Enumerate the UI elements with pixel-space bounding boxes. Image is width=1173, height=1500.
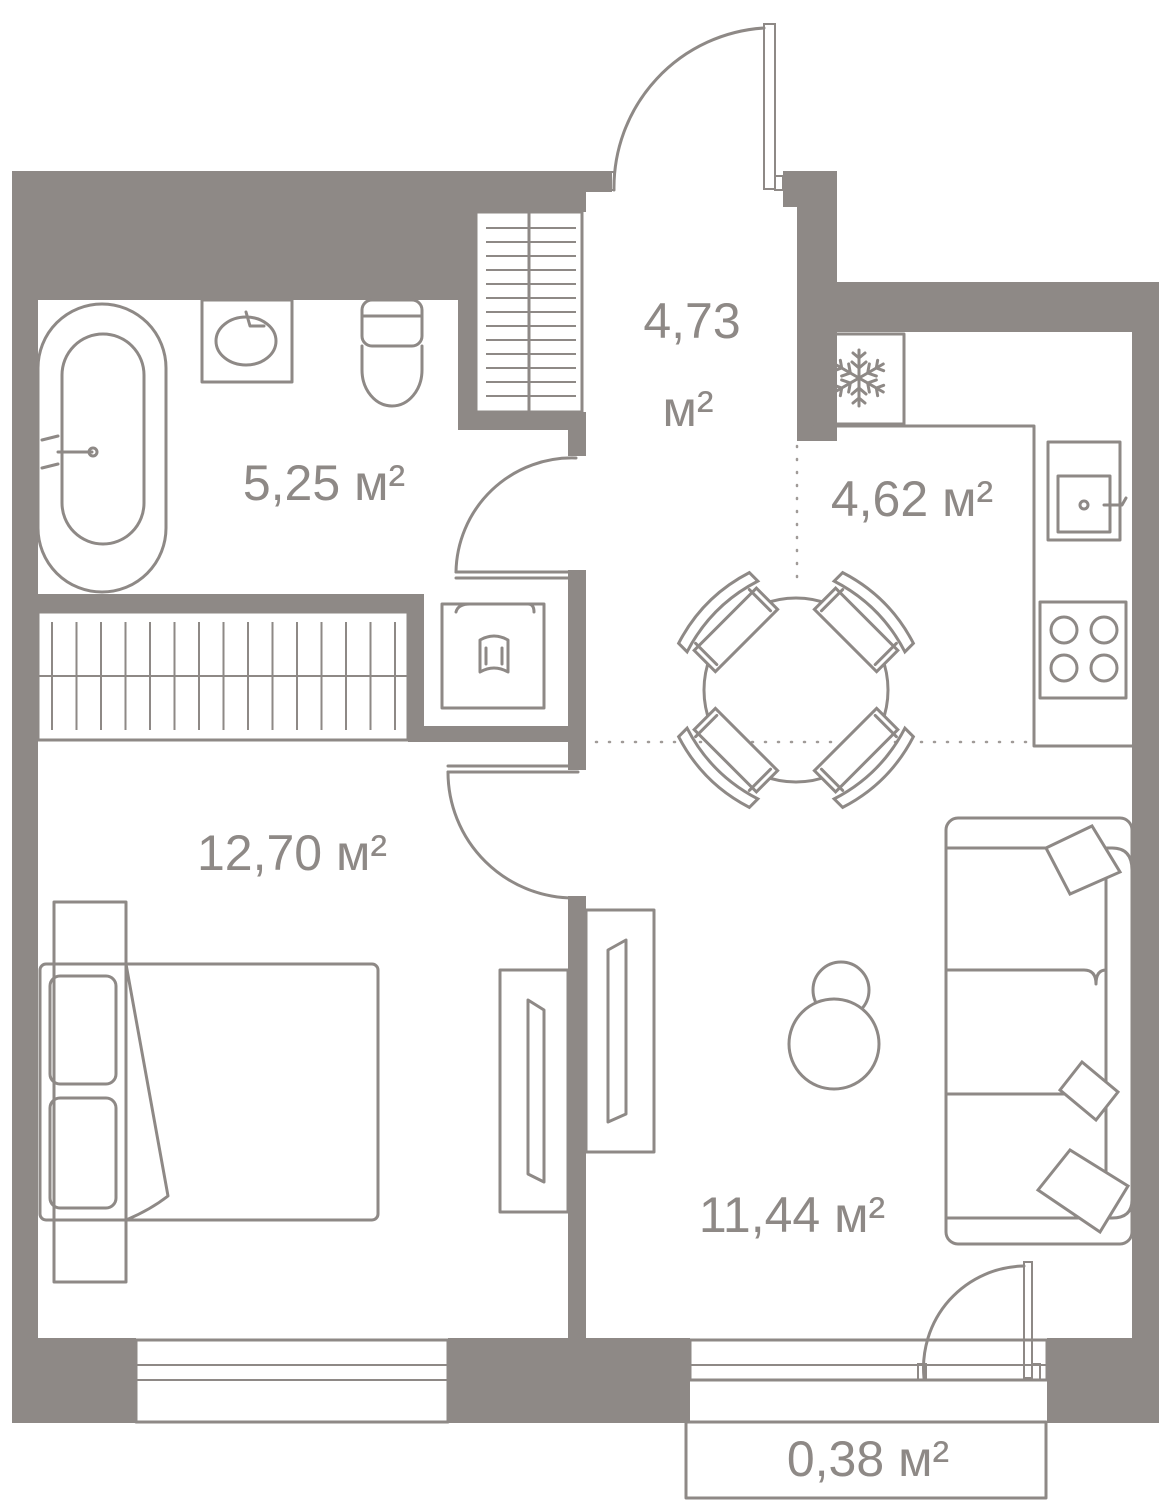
toilet	[360, 298, 424, 408]
bathroom-area-label: 5,25 м²	[243, 455, 405, 511]
balcony-area-label: 0,38 м²	[787, 1431, 949, 1487]
hall-area-unit: м²	[662, 381, 713, 437]
bed	[38, 900, 380, 1284]
bedroom-area-label: 12,70 м²	[197, 825, 387, 881]
dining-chair	[676, 570, 780, 674]
hall-wardrobe	[474, 210, 584, 414]
snowflake-arm	[857, 358, 886, 380]
dining-table	[676, 570, 916, 810]
hall-area: 4,73	[643, 293, 740, 349]
closet	[36, 610, 410, 742]
snowflake-arm	[850, 376, 868, 408]
sink-bathroom	[200, 298, 294, 384]
snowflake-arm	[857, 376, 886, 398]
dining-chair	[812, 570, 916, 674]
bedroom-tv-stand	[498, 968, 570, 1214]
doors	[446, 23, 1041, 1381]
coffee-table	[787, 960, 881, 1091]
bathtub	[36, 302, 168, 594]
living-tv-stand	[584, 908, 656, 1154]
sofa	[944, 816, 1134, 1246]
snowflake-arm	[850, 348, 868, 380]
washing-machine	[440, 602, 546, 710]
walls	[12, 171, 1159, 1423]
kitchen-counter	[810, 330, 1134, 748]
area-labels: 4,73 м² 5,25 м² 4,62 м² 12,70 м² 11,44 м…	[197, 293, 993, 1487]
snowflake-arm	[832, 376, 861, 398]
snowflake-icon	[832, 348, 886, 408]
dining-chair	[812, 706, 916, 810]
living-area-label: 11,44 м²	[699, 1187, 885, 1243]
stove-icon	[1038, 600, 1128, 700]
windows	[134, 1338, 1049, 1500]
snowflake-arm	[832, 358, 861, 380]
sink-icon	[1046, 440, 1128, 542]
dining-chair	[676, 706, 780, 810]
zone-dividers	[594, 444, 1032, 744]
kitchen-area-label: 4,62 м²	[831, 471, 993, 527]
